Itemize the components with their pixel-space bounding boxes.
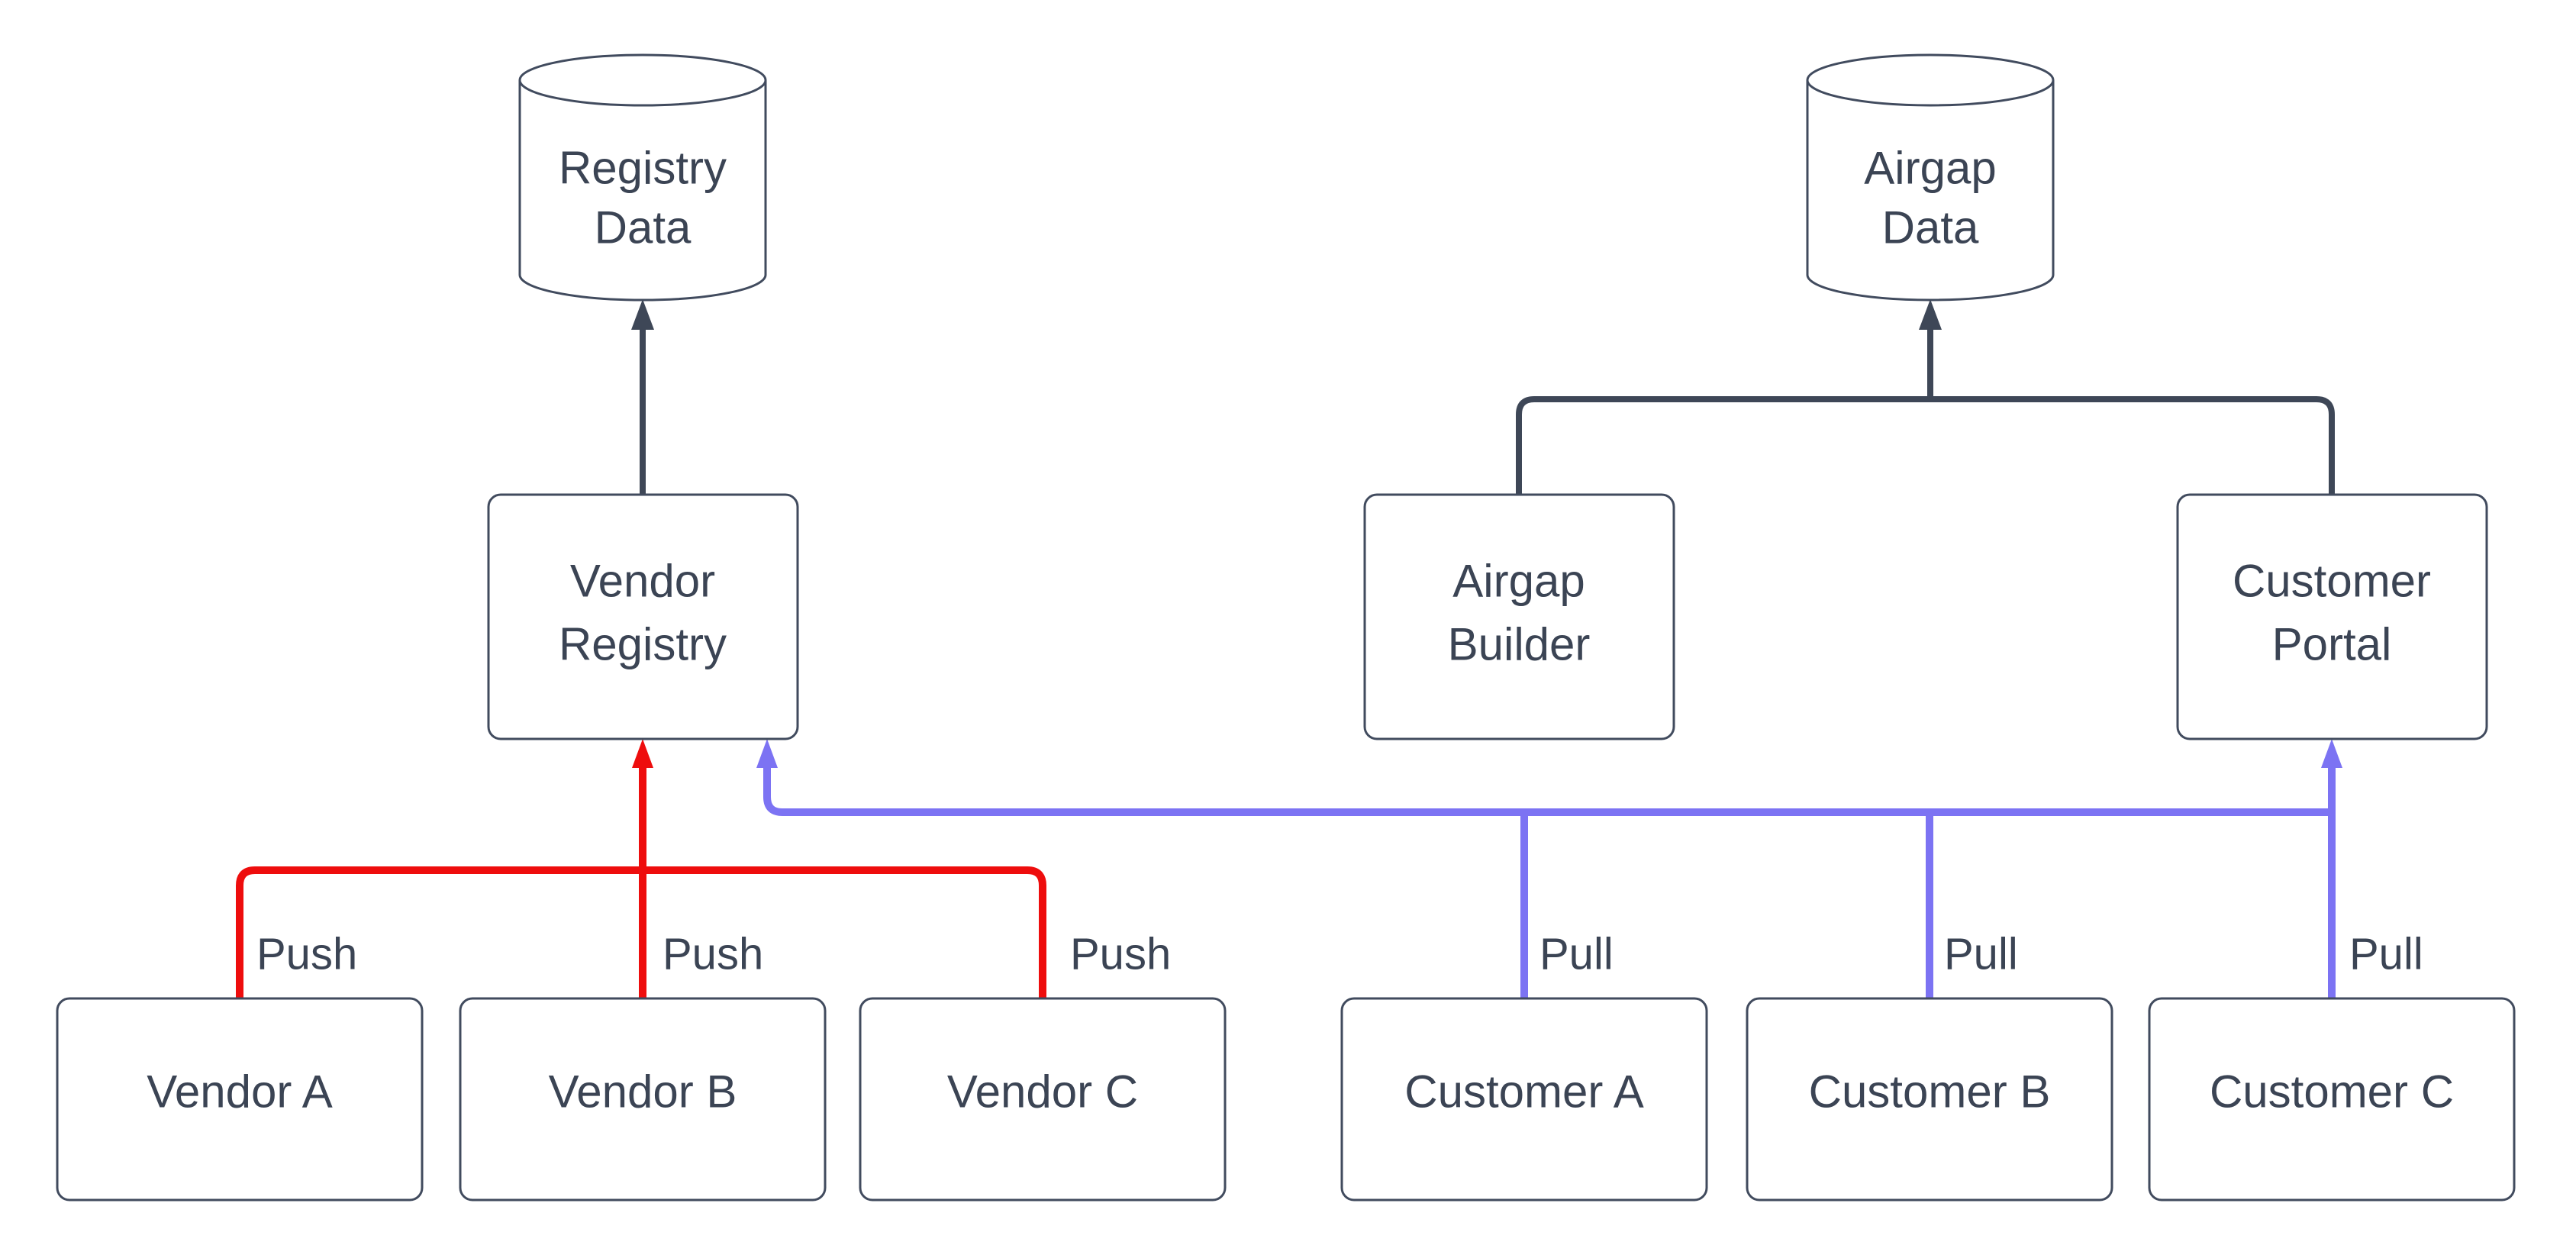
pull-edges [756,739,2342,998]
vendor-a-node: Vendor A [56,997,424,1202]
customer-c-box [2148,997,2516,1202]
customer-c-label: Customer C [2210,1066,2454,1118]
vendor-b-node: Vendor B [459,997,827,1202]
registry-data-datastore: Registry Data [518,53,767,302]
database-cylinder-top [518,53,767,107]
pull-label-customer-a: Pull [1539,930,1614,979]
pull-arrowhead-into-customer-portal [2321,739,2342,768]
airgap-builder-node: Airgap Builder [1363,493,1675,740]
customer-portal-label-line1: Customer [2233,556,2431,607]
edge-labels-layer: Push Push Push Pull Pull Pull [256,930,2423,979]
database-cylinder-top [1806,53,2055,107]
customer-a-label: Customer A [1404,1066,1643,1118]
vendor-a-label: Vendor A [147,1066,333,1118]
pull-label-customer-b: Pull [1944,930,2018,979]
airgap-builder-box [1363,493,1675,740]
airgap-builder-label-line1: Airgap [1452,556,1585,607]
customer-portal-node: Customer Portal [2176,493,2488,740]
airgap-data-datastore: Airgap Data [1806,53,2055,302]
customer-c-node: Customer C [2148,997,2516,1202]
customer-portal-box [2176,493,2488,740]
push-label-vendor-b: Push [663,930,763,979]
edges-layer [236,299,2342,998]
database-cylinder-body [1807,80,2053,275]
vendor-registry-label-line2: Registry [559,619,727,670]
database-cylinder-body [520,80,766,275]
pull-label-customer-c: Pull [2349,930,2423,979]
airgap-builder-label-line2: Builder [1448,619,1591,670]
vendor-a-box [56,997,424,1202]
registry-data-label-line2: Data [595,202,692,253]
arrowhead-into-vendor-registry [632,739,653,768]
push-label-vendor-c: Push [1070,930,1171,979]
arrowhead-into-airgap-data [1919,299,1942,330]
pull-arrowhead-into-vendor-registry [756,739,778,768]
vendor-b-label: Vendor B [549,1066,737,1118]
vendor-registry-label-line1: Vendor [570,556,715,607]
vendor-c-node: Vendor C [859,997,1227,1202]
customer-portal-label-line2: Portal [2272,619,2392,670]
push-label-vendor-a: Push [256,930,357,979]
customer-b-node: Customer B [1746,997,2113,1202]
customer-a-node: Customer A [1340,997,1708,1202]
edge-line-builder-portal-bus [1516,396,2335,495]
airgap-data-label-line2: Data [1882,202,1979,253]
arrowhead-into-registry-data [631,299,654,330]
customer-b-box [1746,997,2113,1202]
airgap-data-label-line1: Airgap [1864,143,1996,194]
vendor-registry-node: Vendor Registry [487,493,799,740]
edge-builder-and-portal-to-airgap-data [1516,299,2335,495]
vendor-c-box [859,997,1227,1202]
vendor-registry-box [487,493,799,740]
pull-bus-line [763,766,2332,816]
vendor-b-box [459,997,827,1202]
customer-a-box [1340,997,1708,1202]
vendor-c-label: Vendor C [947,1066,1138,1118]
registry-data-label-line1: Registry [559,143,727,194]
customer-b-label: Customer B [1809,1066,2051,1118]
edge-vendor-registry-to-registry-data [631,299,654,495]
push-edges [236,739,1046,998]
